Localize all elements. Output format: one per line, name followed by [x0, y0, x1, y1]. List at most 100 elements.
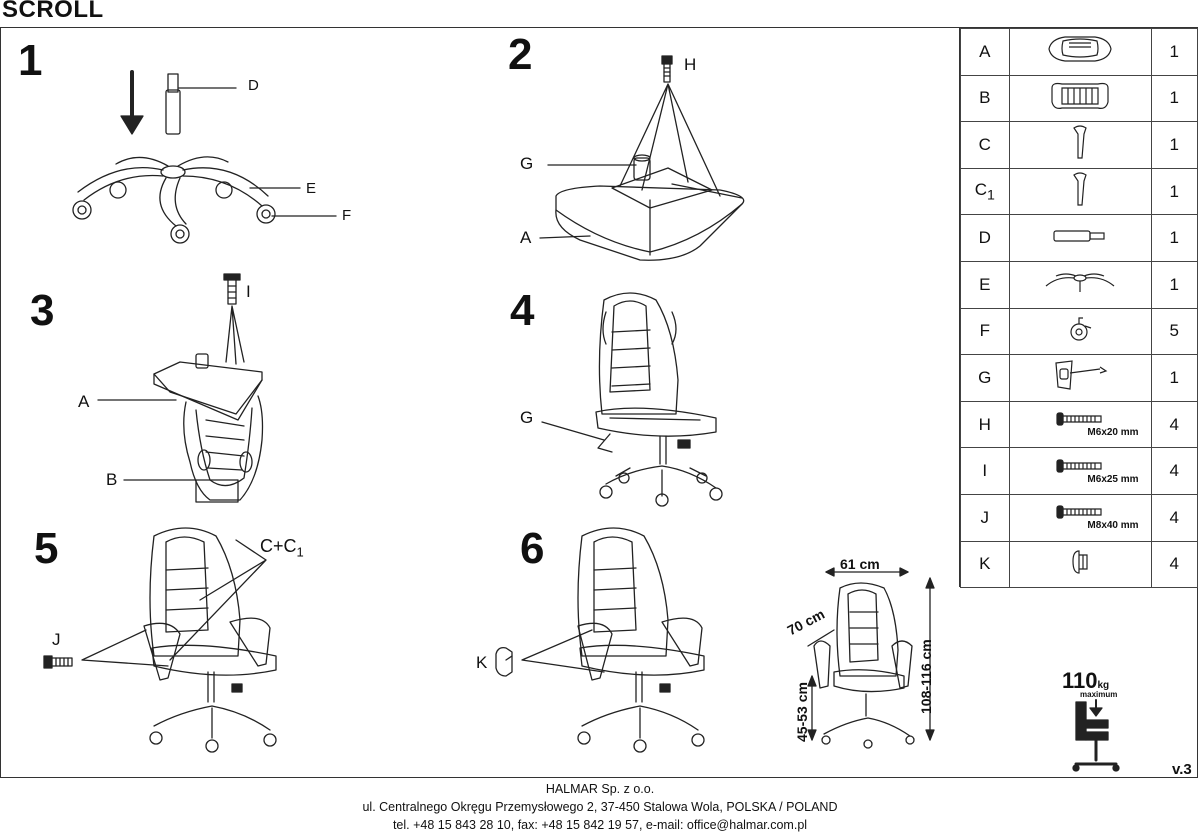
- version-label: v.3: [1172, 761, 1192, 778]
- cap-icon: [1069, 547, 1091, 582]
- part-image: [1008, 74, 1152, 123]
- part-image: [1008, 354, 1152, 402]
- part-quantity: 4: [1150, 400, 1199, 449]
- part-id: A: [960, 28, 1010, 76]
- callout-a-step2: A: [520, 228, 532, 247]
- callout-e: E: [306, 180, 317, 197]
- max-load-note: maximum: [1080, 690, 1118, 699]
- part-id-letter: J: [980, 507, 990, 527]
- footer-contact: tel. +48 15 843 28 10, fax: +48 15 842 1…: [392, 818, 808, 832]
- step-4-drawing: [541, 292, 723, 507]
- part-id-letter: H: [978, 414, 991, 434]
- part-id-letter: A: [979, 41, 991, 61]
- max-load-unit: kg: [1097, 680, 1110, 691]
- part-quantity: 5: [1150, 307, 1199, 356]
- callout-g-step4: G: [520, 408, 534, 427]
- callout-j: J: [52, 630, 61, 649]
- step-3-number: 3: [30, 286, 55, 335]
- callout-c-c1-sub: 1: [296, 544, 304, 560]
- callout-d: D: [248, 77, 259, 94]
- part-image: [1008, 28, 1152, 76]
- part-id-letter: D: [978, 228, 991, 248]
- step-5-number: 5: [34, 524, 59, 573]
- part-id: B: [960, 74, 1010, 123]
- part-id-letter: C: [978, 134, 991, 154]
- part-id: H: [960, 400, 1010, 449]
- part-id-letter: K: [979, 554, 991, 574]
- part-quantity: 1: [1150, 354, 1199, 402]
- part-image: [1008, 214, 1152, 262]
- dimension-width: 61 cm: [840, 556, 880, 572]
- screw-size-label: M6x20 mm: [1087, 427, 1139, 439]
- part-quantity: 4: [1150, 540, 1199, 589]
- step-2-number: 2: [508, 30, 533, 79]
- part-quantity: 1: [1150, 74, 1199, 123]
- part-id: K: [960, 540, 1010, 589]
- callout-i: I: [246, 282, 251, 301]
- part-quantity: 1: [1150, 167, 1199, 216]
- armrest-icon: [1068, 122, 1092, 167]
- part-id: I: [960, 447, 1010, 495]
- screw-icon: [1055, 504, 1105, 524]
- screw-size-label: M8x40 mm: [1087, 520, 1139, 532]
- callout-c-c1: C+C1: [260, 536, 304, 560]
- screw-icon: [1055, 458, 1105, 478]
- part-id: D: [960, 214, 1010, 262]
- instruction-frame: [0, 27, 1198, 778]
- part-id: C1: [960, 167, 1010, 216]
- step-2-drawing: [539, 55, 745, 261]
- part-image: M6x25 mm: [1008, 447, 1152, 495]
- armrest-icon: [1068, 169, 1092, 214]
- star-base: [72, 156, 276, 244]
- step-6-number: 6: [520, 524, 545, 573]
- part-quantity: 1: [1150, 260, 1199, 309]
- part-image: M8x40 mm: [1008, 493, 1152, 542]
- part-quantity: 4: [1150, 493, 1199, 542]
- step-6-drawing: [495, 527, 705, 753]
- part-id: J: [960, 493, 1010, 542]
- dimension-height: 108-116 cm: [918, 639, 934, 714]
- callout-a-step3: A: [78, 392, 90, 411]
- step-1-number: 1: [18, 36, 43, 85]
- part-id-letter: I: [982, 461, 988, 481]
- part-id-subscript: 1: [986, 187, 995, 204]
- callout-h: H: [684, 55, 697, 74]
- caster-icon: [1065, 314, 1095, 349]
- callout-c-c1-main: C+C: [260, 536, 297, 556]
- part-id: C: [960, 121, 1010, 169]
- part-image: [1008, 260, 1152, 309]
- screw-icon: [1055, 411, 1105, 431]
- part-image: [1008, 167, 1152, 216]
- callout-g-step2: G: [520, 154, 534, 173]
- max-load-number: 110: [1062, 668, 1098, 693]
- parts-table-divider: [959, 27, 960, 587]
- part-id: G: [960, 354, 1010, 402]
- part-image: [1008, 121, 1152, 169]
- gas-lift-icon: [1050, 227, 1110, 250]
- step-4-number: 4: [510, 286, 535, 335]
- step-3-drawing: [97, 273, 264, 503]
- document-title: SCROLL: [2, 0, 104, 23]
- footer: HALMAR Sp. z o.o. ul. Centralnego Okręgu…: [0, 780, 1200, 834]
- part-quantity: 1: [1150, 121, 1199, 169]
- step-5-drawing: [43, 527, 277, 753]
- part-quantity: 1: [1150, 28, 1199, 76]
- mechanism-icon: [1050, 357, 1110, 398]
- part-id-letter: C: [974, 179, 987, 199]
- callout-f: F: [342, 207, 352, 224]
- part-image: [1008, 540, 1152, 589]
- backrest-icon: [1048, 78, 1112, 119]
- step-1-drawing: [72, 70, 337, 244]
- max-load-pictogram: [1072, 699, 1120, 772]
- max-load-value: 110kg: [1062, 668, 1109, 694]
- part-image: [1008, 307, 1152, 356]
- part-quantity: 1: [1150, 214, 1199, 262]
